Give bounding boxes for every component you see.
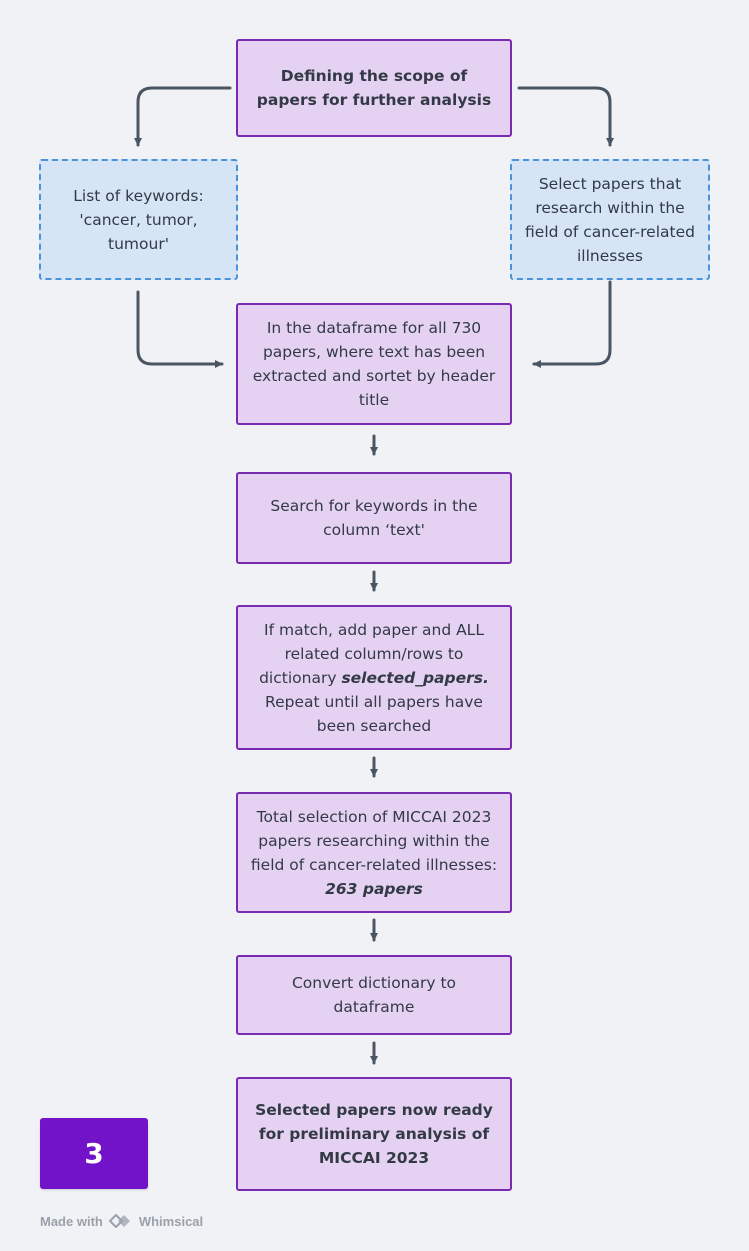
keywords-label: List of keywords: 'cancer, tumor, tumour… <box>73 186 204 253</box>
convert-label: Convert dictionary to dataframe <box>291 974 457 1016</box>
total-label: Total selection of MICCAI 2023 papers re… <box>250 807 498 874</box>
arrow-scope-to-select <box>517 86 614 147</box>
match-emphasis: selected_papers. <box>341 668 489 687</box>
whimsical-brand: Whimsical <box>138 1213 204 1229</box>
made-with-footer[interactable]: Made with Whimsical <box>40 1210 203 1232</box>
keywords-node[interactable]: List of keywords: 'cancer, tumor, tumour… <box>39 159 238 280</box>
scope-label: Defining the scope of papers for further… <box>256 67 492 109</box>
match-text-after: Repeat until all papers have been search… <box>265 692 483 735</box>
match-text-before: If match, add paper and ALL related colu… <box>259 620 484 687</box>
match-text: If match, add paper and ALL related colu… <box>258 618 490 738</box>
step-number-badge: 3 <box>40 1118 148 1189</box>
step-number: 3 <box>84 1137 104 1170</box>
arrow-scope-to-keywords <box>134 86 232 147</box>
ready-label: Selected papers now ready for preliminar… <box>255 1101 493 1167</box>
arrow-select-to-dataframe <box>532 280 612 368</box>
dataframe-node[interactable]: In the dataframe for all 730 papers, whe… <box>236 303 512 425</box>
arrow-keywords-to-dataframe <box>136 290 224 368</box>
dataframe-label: In the dataframe for all 730 papers, whe… <box>252 319 496 409</box>
select-node[interactable]: Select papers that research within the f… <box>510 159 710 280</box>
scope-node[interactable]: Defining the scope of papers for further… <box>236 39 512 137</box>
total-emphasis: 263 papers <box>325 879 423 898</box>
search-node[interactable]: Search for keywords in the column ‘text' <box>236 472 512 564</box>
made-with-label: Made with <box>40 1213 103 1229</box>
select-label: Select papers that research within the f… <box>525 174 695 265</box>
total-node[interactable]: Total selection of MICCAI 2023 papers re… <box>236 792 512 913</box>
match-node[interactable]: If match, add paper and ALL related colu… <box>236 605 512 750</box>
whimsical-logo-icon <box>108 1214 130 1228</box>
convert-node[interactable]: Convert dictionary to dataframe <box>236 955 512 1035</box>
total-text: Total selection of MICCAI 2023 papers re… <box>250 805 498 901</box>
ready-node[interactable]: Selected papers now ready for preliminar… <box>236 1077 512 1191</box>
search-label: Search for keywords in the column ‘text' <box>270 497 478 539</box>
